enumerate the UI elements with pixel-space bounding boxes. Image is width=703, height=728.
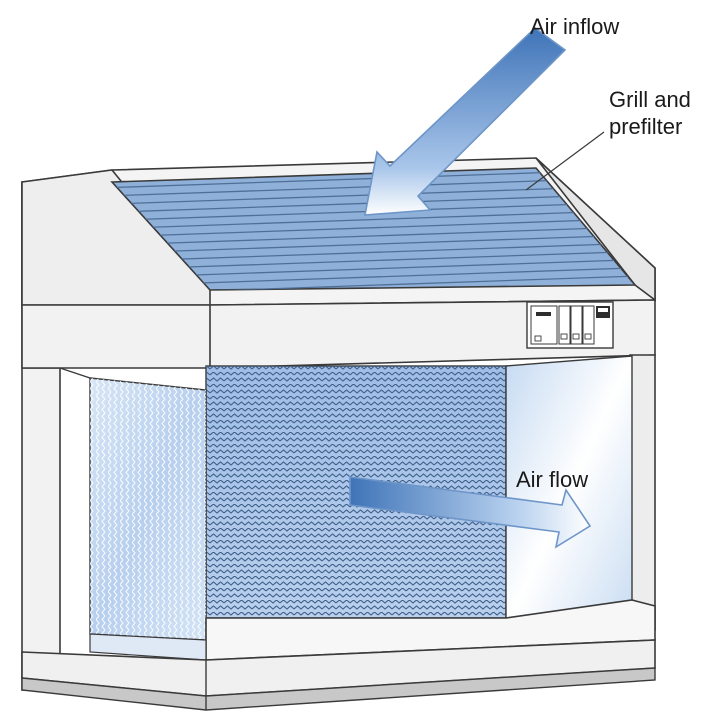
left-glass-panel xyxy=(89,377,207,641)
grill-label-line1: Grill and xyxy=(609,87,691,112)
air-flow-arrow xyxy=(349,476,592,549)
grill-label-line2: prefilter xyxy=(609,114,683,139)
cabinet-top-ledge xyxy=(21,169,211,306)
grill-prefilter xyxy=(110,167,637,291)
air-inflow-arrow xyxy=(364,26,567,216)
control-panel xyxy=(526,301,614,349)
cabinet-right-side xyxy=(629,354,656,631)
grill-prefilter-label: Grill and prefilter xyxy=(609,86,691,140)
air-flow-label: Air flow xyxy=(516,467,589,492)
grill-label-leader xyxy=(525,131,605,191)
air-inflow-label: Air inflow xyxy=(530,14,620,39)
